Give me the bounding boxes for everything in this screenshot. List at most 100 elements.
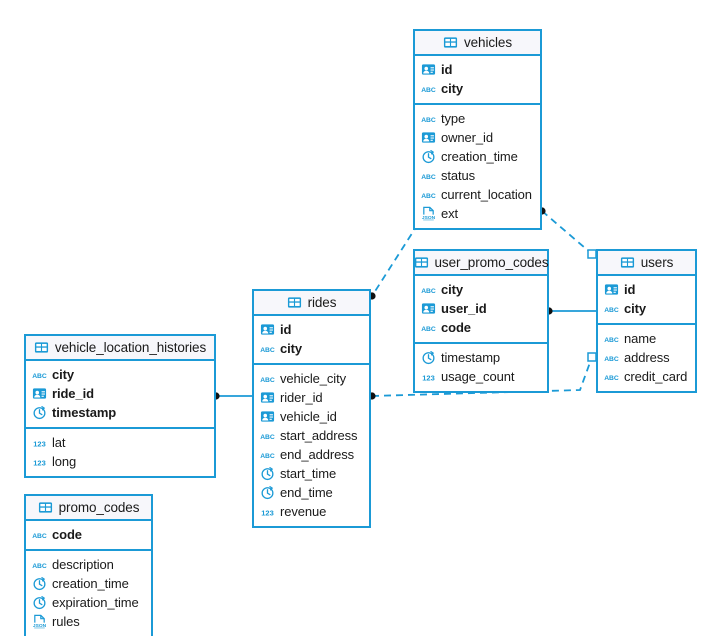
- column-name: type: [441, 111, 466, 126]
- svg-text:ABC: ABC: [604, 307, 619, 314]
- table-header-promo_codes[interactable]: promo_codes: [26, 496, 151, 521]
- table-header-rides[interactable]: rides: [254, 291, 369, 316]
- column-name: end_time: [280, 485, 333, 500]
- column-name: vehicle_id: [280, 409, 337, 424]
- column-row[interactable]: timestamp: [415, 348, 547, 367]
- column-row[interactable]: end_time: [254, 483, 369, 502]
- relationship-vehicle-location-histories-to-rides[interactable]: [212, 392, 252, 400]
- table-header-user_promo_codes[interactable]: user_promo_codes: [414, 251, 549, 276]
- column-row[interactable]: ABC type: [415, 109, 540, 128]
- abc-icon: ABC: [260, 428, 275, 443]
- id-card-icon: [32, 386, 47, 401]
- column-name: ride_id: [52, 386, 94, 401]
- id-card-icon: [260, 322, 275, 337]
- column-row[interactable]: creation_time: [415, 147, 540, 166]
- table-header-users[interactable]: users: [598, 251, 695, 276]
- svg-text:ABC: ABC: [421, 87, 436, 94]
- abc-icon: ABC: [32, 367, 47, 382]
- table-title: promo_codes: [58, 500, 140, 515]
- column-row[interactable]: creation_time: [26, 574, 151, 593]
- id-card-icon: [260, 409, 275, 424]
- column-name: creation_time: [441, 149, 518, 164]
- id-card-icon: [421, 62, 436, 77]
- id-card-icon: [604, 282, 619, 297]
- column-row[interactable]: rider_id: [254, 388, 369, 407]
- abc-icon: ABC: [421, 111, 436, 126]
- column-name: credit_card: [624, 369, 688, 384]
- table-header-vehicles[interactable]: vehicles: [415, 31, 540, 56]
- abc-icon: ABC: [604, 350, 619, 365]
- column-name: id: [624, 282, 636, 297]
- abc-icon: ABC: [260, 341, 275, 356]
- svg-text:ABC: ABC: [260, 347, 275, 354]
- svg-text:ABC: ABC: [260, 453, 275, 460]
- table-header-vehicle_location_histories[interactable]: vehicle_location_histories: [26, 336, 214, 361]
- primary-key-group: ABC city ride_id timestamp: [26, 361, 214, 427]
- column-row[interactable]: timestamp: [26, 403, 214, 422]
- column-row[interactable]: ABC city: [26, 365, 214, 384]
- abc-icon: ABC: [260, 371, 275, 386]
- column-row[interactable]: user_id: [415, 299, 547, 318]
- column-name: user_id: [441, 301, 487, 316]
- 123-icon: 123: [32, 435, 47, 450]
- column-name: city: [52, 367, 75, 382]
- column-row[interactable]: id: [254, 320, 369, 339]
- column-name: end_address: [280, 447, 355, 462]
- column-row[interactable]: ABC end_address: [254, 445, 369, 464]
- column-row[interactable]: 123 lat: [26, 433, 214, 452]
- table-grid-icon: [38, 500, 53, 515]
- svg-text:JSON: JSON: [422, 215, 436, 221]
- table-title: user_promo_codes: [434, 255, 549, 270]
- column-row[interactable]: id: [415, 60, 540, 79]
- column-row[interactable]: vehicle_id: [254, 407, 369, 426]
- abc-icon: ABC: [421, 81, 436, 96]
- relationship-user-promo-codes-to-users[interactable]: [545, 307, 596, 315]
- column-row[interactable]: id: [598, 280, 695, 299]
- column-name: usage_count: [441, 369, 515, 384]
- id-card-icon: [421, 130, 436, 145]
- svg-text:ABC: ABC: [260, 377, 275, 384]
- column-row[interactable]: expiration_time: [26, 593, 151, 612]
- table-title: rides: [307, 295, 337, 310]
- column-name: owner_id: [441, 130, 493, 145]
- 123-icon: 123: [32, 454, 47, 469]
- clock-icon: [32, 595, 47, 610]
- clock-icon: [421, 149, 436, 164]
- edge-endpoint-square: [587, 249, 597, 259]
- column-row[interactable]: start_time: [254, 464, 369, 483]
- column-row[interactable]: ride_id: [26, 384, 214, 403]
- column-name: lat: [52, 435, 66, 450]
- column-name: id: [280, 322, 292, 337]
- column-row[interactable]: owner_id: [415, 128, 540, 147]
- table-grid-icon: [287, 295, 302, 310]
- svg-text:ABC: ABC: [32, 533, 47, 540]
